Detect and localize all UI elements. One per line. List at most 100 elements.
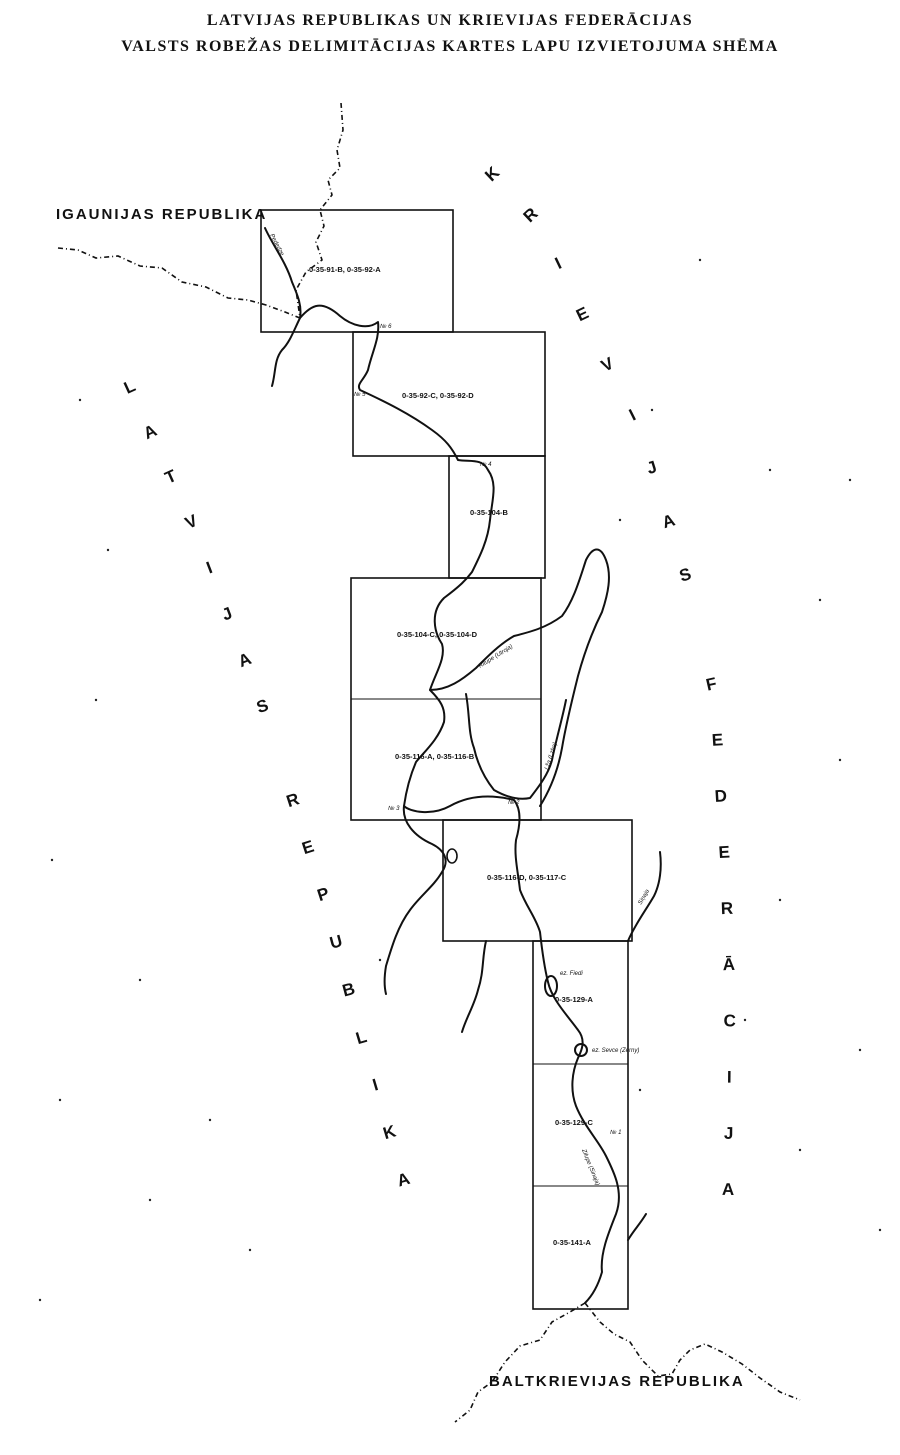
sheet-label-9: 0-35-141-A bbox=[553, 1238, 592, 1247]
scan-speck bbox=[58, 1098, 62, 1102]
scan-speck bbox=[208, 1118, 212, 1122]
scan-speck bbox=[768, 468, 772, 472]
sheet-label-1: 0-35-91-B, 0-35-92-A bbox=[309, 265, 381, 274]
scan-speck bbox=[858, 1048, 862, 1052]
country-letter: K bbox=[381, 1121, 399, 1143]
label-lake-fiedi: ez. Fiedi bbox=[560, 971, 583, 977]
country-letter: S bbox=[254, 695, 271, 717]
border-markers: № 6 № 5 № 4 № 3 № 2 № 1 bbox=[354, 323, 622, 1136]
pededze-river bbox=[271, 317, 301, 387]
country-letter: E bbox=[718, 842, 730, 862]
scan-specks bbox=[38, 258, 882, 1302]
country-letter: E bbox=[711, 730, 723, 750]
country-letter: F bbox=[704, 674, 718, 695]
marker-1: № 1 bbox=[610, 1129, 622, 1136]
scan-speck bbox=[838, 758, 842, 762]
scan-speck bbox=[38, 1298, 42, 1302]
scan-speck bbox=[248, 1248, 252, 1252]
country-letter: D bbox=[714, 786, 727, 806]
lake-fiedi-shape bbox=[544, 975, 558, 997]
scan-speck bbox=[50, 858, 54, 862]
river-west-2 bbox=[461, 940, 487, 1033]
ritupe-river bbox=[429, 548, 610, 807]
country-letter: V bbox=[182, 511, 201, 533]
scan-speck bbox=[618, 518, 622, 522]
label-lza: Lža (Lzha) bbox=[544, 742, 558, 771]
country-letter: Ā bbox=[722, 955, 735, 974]
label-pededze: Pededze bbox=[268, 233, 285, 257]
sheet-label-5: 0-35-116-A, 0-35-116-B bbox=[395, 752, 475, 761]
scan-speck bbox=[743, 1018, 747, 1022]
country-letter: I bbox=[727, 1068, 732, 1087]
rivers bbox=[264, 227, 662, 1304]
lake-sevce-shape bbox=[574, 1043, 588, 1057]
scan-speck bbox=[778, 898, 782, 902]
sinaja-river bbox=[627, 851, 662, 942]
sheet-label-2: 0-35-92-C, 0-35-92-D bbox=[402, 391, 474, 400]
country-letter: J bbox=[219, 603, 235, 624]
country-letter: I bbox=[626, 405, 639, 424]
country-letter: L bbox=[354, 1027, 369, 1048]
country-letter: I bbox=[552, 254, 564, 273]
country-letter: I bbox=[204, 558, 215, 577]
estonia-latvia-border bbox=[57, 247, 301, 319]
label-zilupe: Zilupe (Sinaja) bbox=[580, 1148, 600, 1187]
country-letter: A bbox=[660, 510, 677, 532]
country-letter: V bbox=[598, 353, 617, 375]
country-letter: P bbox=[315, 884, 332, 906]
sheet-label-7: 0-35-129-A bbox=[555, 995, 594, 1004]
country-letter: J bbox=[724, 1124, 734, 1143]
lake-west-shape bbox=[446, 848, 458, 864]
map-title-line-2: VALSTS ROBEŽAS DELIMITĀCIJAS KARTES LAPU… bbox=[121, 38, 779, 55]
border-river-main bbox=[264, 227, 620, 1304]
state-borders bbox=[57, 102, 801, 1423]
country-letter: C bbox=[724, 1011, 736, 1030]
label-lake-sevce: ez. Sevce (Zerny) bbox=[592, 1048, 639, 1054]
country-letter: I bbox=[370, 1075, 380, 1095]
country-letter: A bbox=[141, 421, 160, 443]
sheet-frame-7-9 bbox=[532, 940, 629, 1310]
country-letter: U bbox=[328, 931, 345, 953]
scan-speck bbox=[798, 1148, 802, 1152]
russia-belarus-border bbox=[584, 1302, 801, 1401]
scan-speck bbox=[818, 598, 822, 602]
country-letter: R bbox=[284, 789, 302, 811]
scan-speck bbox=[138, 978, 142, 982]
scan-speck bbox=[106, 548, 110, 552]
country-letter: E bbox=[573, 303, 591, 325]
lza-river bbox=[465, 693, 567, 800]
country-letter: E bbox=[300, 837, 317, 859]
sheet-grid bbox=[260, 209, 633, 1310]
map-title-line-1: LATVIJAS REPUBLIKAS UN KRIEVIJAS FEDERĀC… bbox=[206, 12, 694, 29]
country-letter: A bbox=[236, 649, 254, 671]
country-letter: K bbox=[481, 162, 503, 185]
country-letter: R bbox=[520, 204, 542, 226]
river-southeast bbox=[627, 1213, 647, 1241]
country-letter: J bbox=[644, 457, 659, 478]
country-letter: R bbox=[720, 899, 733, 918]
country-letter: S bbox=[677, 564, 694, 586]
country-letter: A bbox=[722, 1180, 734, 1199]
sheet-label-6: 0-35-116-D, 0-35-117-C bbox=[487, 873, 567, 882]
scan-speck bbox=[638, 1088, 642, 1092]
country-label-estonia: IGAUNIJAS REPUBLIKA bbox=[56, 206, 267, 223]
scan-speck bbox=[878, 1228, 882, 1232]
country-letter: A bbox=[395, 1169, 412, 1191]
country-letter: B bbox=[340, 979, 357, 1001]
country-label-belarus: BALTKRIEVIJAS REPUBLIKA bbox=[489, 1373, 745, 1390]
scan-speck bbox=[650, 408, 654, 412]
sheet-label-3: 0-35-104-B bbox=[470, 508, 509, 517]
scan-speck bbox=[378, 958, 382, 962]
scan-speck bbox=[698, 258, 702, 262]
scan-speck bbox=[78, 398, 82, 402]
marker-3: № 3 bbox=[388, 805, 400, 812]
river-west-1 bbox=[383, 805, 447, 995]
marker-4: № 4 bbox=[480, 461, 492, 468]
marker-2: № 2 bbox=[508, 799, 520, 806]
country-letter: L bbox=[121, 376, 138, 398]
sheet-frame-3 bbox=[448, 455, 546, 579]
